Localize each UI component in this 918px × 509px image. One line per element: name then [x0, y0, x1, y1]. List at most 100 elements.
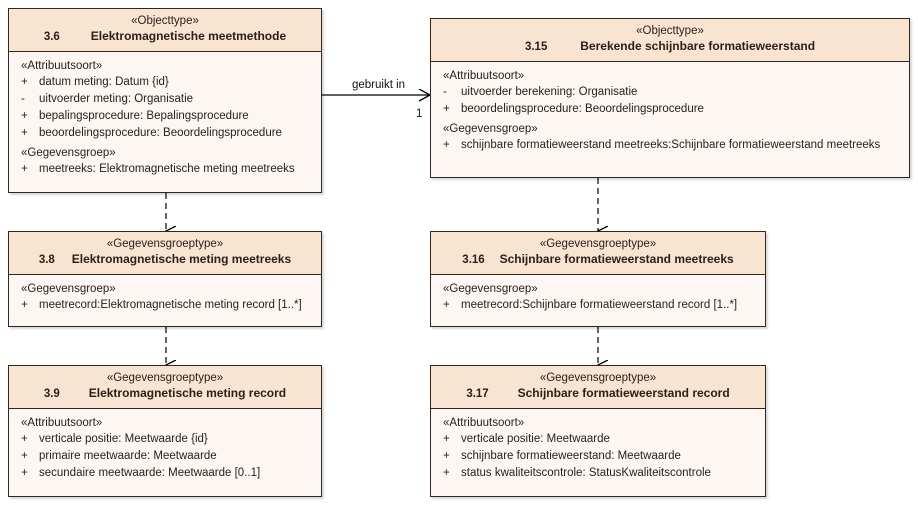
edge-label-gebruikt-in: gebruikt in	[352, 79, 406, 91]
feature-text: datum meting: Datum {id}	[39, 76, 169, 88]
feature-row: + bepalingsprocedure: Bepalingsprocedure	[9, 108, 321, 125]
class-name: Elektromagnetische meting meetreeks	[71, 252, 292, 266]
class-number: 3.15	[524, 41, 548, 53]
class-number: 3.16	[462, 254, 485, 266]
compartment-stereotype-gegevensgroep: «Gegevensgroep»	[21, 283, 116, 295]
class-number: 3.9	[43, 388, 60, 400]
class-body: «Attribuutsoort» + verticale positie: Mee…	[431, 409, 765, 489]
class-header: «Objecttype» 3.6 Elektromagnetische meet…	[9, 9, 321, 52]
visibility-marker: +	[21, 299, 28, 311]
visibility-marker: +	[21, 127, 28, 139]
class-box-elektromagnetische-meting-record[interactable]: «Gegevensgroeptype» 3.9 Elektromagnetisc…	[8, 365, 322, 497]
class-title-row: 3.6 Elektromagnetische meetmethode	[15, 28, 315, 45]
feature-text: schijnbare formatieweerstand: Meetwaarde	[461, 450, 681, 462]
feature-text: status kwaliteitscontrole: StatusKwalite…	[461, 467, 711, 479]
visibility-marker: -	[443, 86, 447, 98]
visibility-marker: +	[21, 450, 28, 462]
visibility-marker: +	[443, 467, 450, 479]
feature-text: uitvoerder meting: Organisatie	[39, 93, 194, 105]
class-header: «Gegevensgroeptype» 3.9 Elektromagnetisc…	[9, 366, 321, 409]
visibility-marker: +	[443, 433, 450, 445]
class-header: «Gegevensgroeptype» 3.16 Schijnbare form…	[431, 232, 765, 275]
feature-text: meetrecord:Elektromagnetische meting rec…	[39, 299, 302, 311]
feature-row: + verticale positie: Meetwaarde {id}	[9, 431, 321, 448]
class-header: «Gegevensgroeptype» 3.8 Elektromagnetisc…	[9, 232, 321, 275]
class-stereotype: «Objecttype»	[636, 25, 704, 37]
class-body: «Gegevensgroep» + meetrecord:Elektromagne…	[9, 275, 321, 321]
feature-text: primaire meetwaarde: Meetwaarde	[39, 450, 217, 462]
feature-text: beoordelingsprocedure: Beoordelingsproce…	[39, 127, 282, 139]
compartment-stereotype-gegevensgroep: «Gegevensgroep»	[21, 147, 116, 159]
class-name: Elektromagnetische meting record	[88, 386, 287, 400]
class-header: «Gegevensgroeptype» 3.17 Schijnbare form…	[431, 366, 765, 409]
visibility-marker: +	[21, 433, 28, 445]
feature-text: schijnbare formatieweerstand meetreeks:S…	[461, 139, 881, 151]
feature-row: + schijnbare formatieweerstand meetreeks:…	[431, 137, 909, 154]
feature-row: + meetreeks: Elektromagnetische meting me…	[9, 161, 321, 178]
feature-row: + primaire meetwaarde: Meetwaarde	[9, 448, 321, 465]
class-box-berekende-schijnbare-formatieweerstand[interactable]: «Objecttype» 3.15 Berekende schijnbare f…	[430, 18, 910, 178]
visibility-marker: +	[443, 139, 450, 151]
visibility-marker: +	[21, 76, 28, 88]
class-name: Schijnbare formatieweerstand meetreeks	[499, 252, 734, 266]
class-name: Schijnbare formatieweerstand record	[517, 386, 730, 400]
class-name: Elektromagnetische meetmethode	[90, 29, 287, 43]
class-box-schijnbare-formatieweerstand-record[interactable]: «Gegevensgroeptype» 3.17 Schijnbare form…	[430, 365, 766, 497]
class-body: «Gegevensgroep» + meetrecord:Schijnbare f…	[431, 275, 765, 321]
feature-row: + beoordelingsprocedure: Beoordelingsproc…	[431, 101, 909, 118]
feature-text: secundaire meetwaarde: Meetwaarde [0..1]	[39, 467, 261, 479]
feature-row: + meetrecord:Elektromagnetische meting re…	[9, 297, 321, 314]
feature-text: uitvoerder berekening: Organisatie	[461, 86, 638, 98]
compartment-stereotype-gegevensgroep: «Gegevensgroep»	[443, 123, 538, 135]
class-number: 3.6	[43, 31, 60, 43]
feature-row: + secundaire meetwaarde: Meetwaarde [0..1…	[9, 465, 321, 482]
feature-row: + status kwaliteitscontrole: StatusKwalit…	[431, 465, 765, 482]
class-box-schijnbare-formatieweerstand-meetreeks[interactable]: «Gegevensgroeptype» 3.16 Schijnbare form…	[430, 231, 766, 327]
visibility-marker: +	[21, 467, 28, 479]
class-title-row: 3.9 Elektromagnetische meting record	[15, 385, 315, 402]
feature-row: + beoordelingsprocedure: Beoordelingsproc…	[9, 125, 321, 142]
visibility-marker: +	[21, 110, 28, 122]
compartment-stereotype-attribuutsoort: «Attribuutsoort»	[21, 417, 103, 429]
feature-row: + verticale positie: Meetwaarde	[431, 431, 765, 448]
class-number: 3.8	[38, 254, 55, 266]
feature-row: + datum meting: Datum {id}	[9, 74, 321, 91]
class-title-row: 3.16 Schijnbare formatieweerstand meetre…	[437, 251, 759, 268]
class-body: «Attribuutsoort» - uitvoerder berekening:…	[431, 62, 909, 161]
visibility-marker: +	[443, 299, 450, 311]
feature-text: verticale positie: Meetwaarde	[461, 433, 610, 445]
feature-row: - uitvoerder meting: Organisatie	[9, 91, 321, 108]
compartment-stereotype-attribuutsoort: «Attribuutsoort»	[443, 70, 525, 82]
visibility-marker: -	[21, 93, 25, 105]
class-body: «Attribuutsoort» + verticale positie: Mee…	[9, 409, 321, 489]
compartment-stereotype-attribuutsoort: «Attribuutsoort»	[443, 417, 525, 429]
visibility-marker: +	[443, 103, 450, 115]
class-title-row: 3.15 Berekende schijnbare formatieweerst…	[437, 38, 903, 55]
class-title-row: 3.8 Elektromagnetische meting meetreeks	[15, 251, 315, 268]
feature-row: + meetrecord:Schijnbare formatieweerstand…	[431, 297, 765, 314]
class-stereotype: «Gegevensgroeptype»	[106, 372, 224, 384]
class-stereotype: «Objecttype»	[131, 15, 199, 27]
edge-multiplicity-target: 1	[416, 108, 423, 120]
feature-row: - uitvoerder berekening: Organisatie	[431, 84, 909, 101]
class-stereotype: «Gegevensgroeptype»	[539, 238, 657, 250]
class-name: Berekende schijnbare formatieweerstand	[580, 39, 816, 53]
feature-text: meetreeks: Elektromagnetische meting mee…	[39, 163, 295, 175]
class-box-elektromagnetische-meting-meetreeks[interactable]: «Gegevensgroeptype» 3.8 Elektromagnetisc…	[8, 231, 322, 327]
feature-text: bepalingsprocedure: Bepalingsprocedure	[39, 110, 249, 122]
feature-text: beoordelingsprocedure: Beoordelingsproce…	[461, 103, 704, 115]
compartment-stereotype-gegevensgroep: «Gegevensgroep»	[443, 283, 538, 295]
feature-text: verticale positie: Meetwaarde {id}	[39, 433, 208, 445]
class-box-elektromagnetische-meetmethode[interactable]: «Objecttype» 3.6 Elektromagnetische meet…	[8, 8, 322, 193]
visibility-marker: +	[21, 163, 28, 175]
class-stereotype: «Gegevensgroeptype»	[106, 238, 224, 250]
class-body: «Attribuutsoort» + datum meting: Datum {i…	[9, 52, 321, 185]
class-header: «Objecttype» 3.15 Berekende schijnbare f…	[431, 19, 909, 62]
feature-text: meetrecord:Schijnbare formatieweerstand …	[461, 299, 738, 311]
visibility-marker: +	[443, 450, 450, 462]
class-title-row: 3.17 Schijnbare formatieweerstand record	[437, 385, 759, 402]
compartment-stereotype-attribuutsoort: «Attribuutsoort»	[21, 60, 103, 72]
feature-row: + schijnbare formatieweerstand: Meetwaard…	[431, 448, 765, 465]
class-stereotype: «Gegevensgroeptype»	[539, 372, 657, 384]
